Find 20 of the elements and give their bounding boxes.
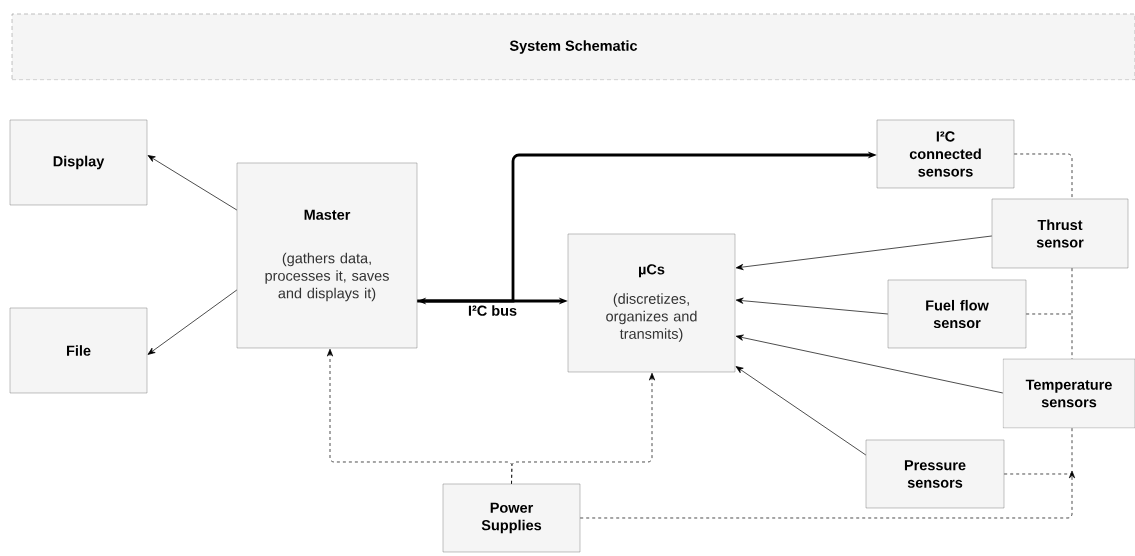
arrow [147, 155, 238, 211]
sensor-box: Pressure sensors [865, 439, 1005, 509]
arrow [579, 470, 1076, 519]
arrow [735, 235, 993, 271]
process-box: Master (gathers data, processes it, saves and displays it) [236, 162, 418, 349]
arrow [735, 334, 1004, 394]
sensor-box: Temperature sensors [1002, 358, 1135, 429]
sensor-box: I²C connected sensors [876, 119, 1015, 189]
arrow [735, 366, 867, 456]
edge-label: I²C bus [466, 304, 519, 317]
sensor-box: Thrust sensor [991, 198, 1129, 269]
process-box: Power Supplies [442, 483, 581, 553]
process-box: µCs (discretizes, organizes and transmits) [567, 233, 736, 373]
arrow [735, 297, 889, 315]
process-box: File [9, 307, 148, 394]
arrow [147, 289, 238, 355]
arrow [511, 372, 656, 485]
process-box: Display [9, 119, 148, 206]
sensor-box: Fuel flow sensor [887, 279, 1027, 349]
title-banner: System Schematic [11, 13, 1135, 81]
